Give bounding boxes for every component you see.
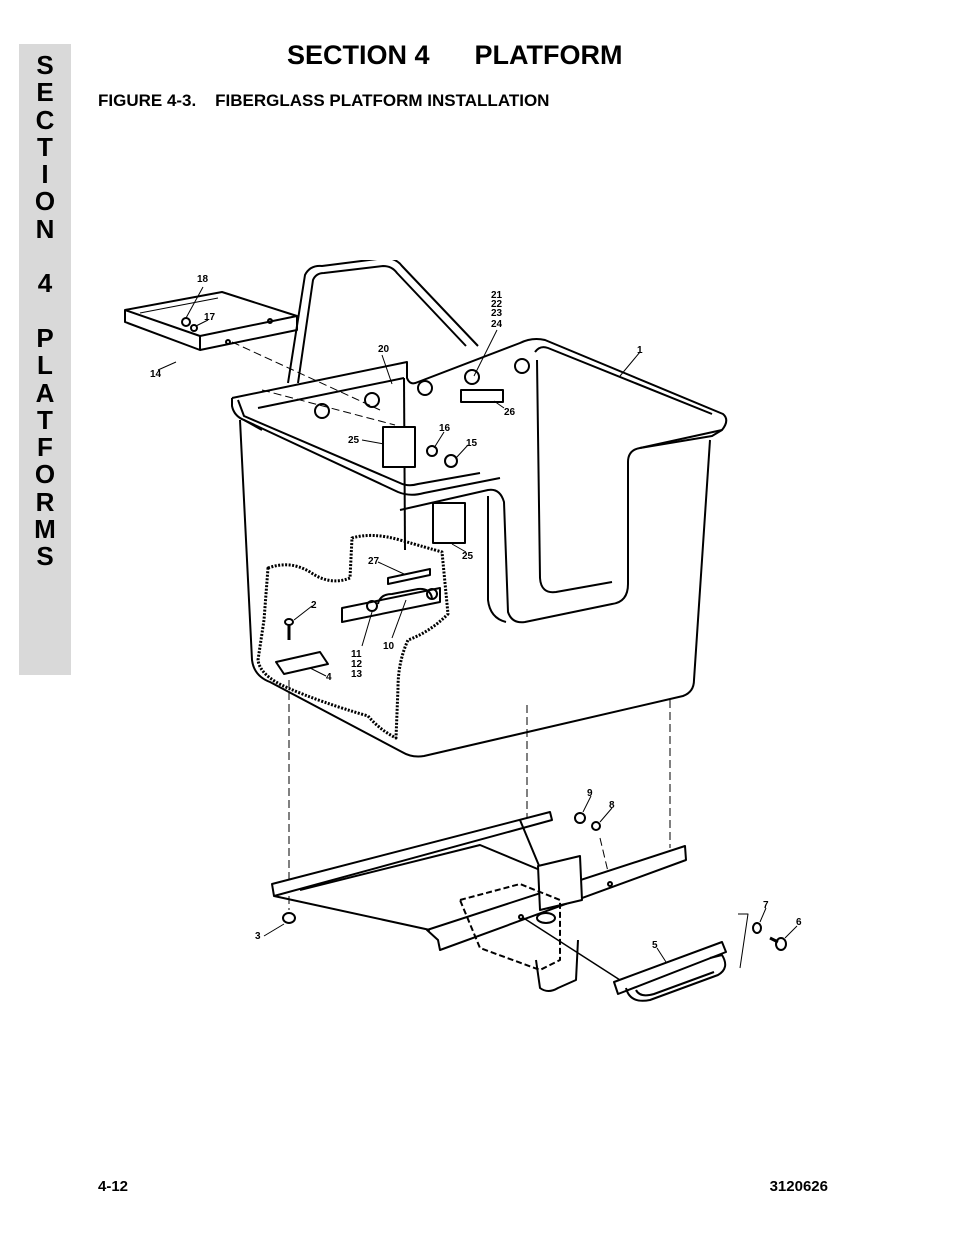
callout-labels: 1 2 3 4 5 6 7 8 9 10 11 12 13 14 15 16 1… (150, 274, 802, 951)
mounting-frame (271, 811, 687, 992)
page-number: 4-12 (98, 1178, 129, 1195)
callout-1: 1 (637, 345, 643, 356)
callout-6: 6 (796, 917, 802, 928)
callout-12: 12 (351, 659, 363, 670)
side-tab-letter: A (35, 377, 55, 408)
side-tab-letter: E (36, 77, 54, 108)
side-tab-letter: M (34, 514, 56, 545)
side-tab-letter: F (37, 432, 53, 463)
callout-3: 3 (255, 931, 261, 942)
callout-24: 24 (491, 319, 503, 330)
callout-22: 22 (491, 299, 503, 310)
leader-lines (157, 286, 798, 963)
side-tab-letter: R (35, 486, 55, 517)
callout-16: 16 (439, 423, 451, 434)
bolt-2 (284, 618, 294, 640)
callout-20: 20 (378, 344, 390, 355)
callout-9: 9 (587, 788, 593, 799)
rail-frame (287, 260, 479, 384)
side-tab-letter: T (37, 131, 53, 162)
page-title: SECTION 4 PLATFORM (287, 40, 623, 70)
side-tab-letter (19, 298, 71, 325)
section-side-tab: S E C T I O N 4 P L A T F O R M S (19, 44, 71, 675)
callout-26: 26 (504, 407, 516, 418)
side-tab-letter: O (34, 459, 56, 490)
decal-26 (460, 389, 504, 403)
callout-15: 15 (466, 438, 478, 449)
callout-18: 18 (197, 274, 209, 285)
hardware-nuts-bolts (282, 812, 787, 969)
figure-caption: FIGURE 4-3. FIBERGLASS PLATFORM INSTALLA… (98, 91, 550, 110)
callout-8: 8 (609, 800, 615, 811)
callout-13: 13 (351, 669, 363, 680)
callout-21: 21 (491, 290, 503, 301)
callout-10: 10 (383, 641, 395, 652)
decal-25-side (432, 502, 466, 544)
callout-25-side: 25 (462, 551, 474, 562)
callout-2: 2 (311, 600, 317, 611)
top-rail-bolts (314, 358, 530, 468)
bracket-27 (341, 568, 441, 623)
decal-25-upper (382, 426, 416, 468)
callout-17: 17 (204, 312, 216, 323)
side-tab-letter: O (34, 186, 56, 217)
callout-25-upper: 25 (348, 435, 360, 446)
console-tray (124, 291, 298, 351)
handle-5 (613, 941, 727, 1002)
callout-5: 5 (652, 940, 658, 951)
callout-7: 7 (763, 900, 769, 911)
side-tab-letter (19, 243, 71, 270)
callout-23: 23 (491, 308, 503, 319)
side-tab-letter: N (35, 213, 55, 244)
side-tab-letter: P (36, 322, 54, 353)
side-tab-letter: S (36, 541, 54, 572)
callout-27: 27 (368, 556, 380, 567)
platform-exploded-diagram: 1 2 3 4 5 6 7 8 9 10 11 12 13 14 15 16 1… (124, 260, 802, 1002)
side-tab-letters: S E C T I O N 4 P L A T F O R M S (19, 50, 71, 572)
side-tab-letter: T (37, 404, 53, 435)
side-tab-letter: S (36, 50, 54, 80)
plate-4 (275, 651, 329, 675)
callout-4: 4 (326, 672, 332, 683)
side-tab-letter: I (41, 159, 49, 190)
side-tab-letter: C (35, 104, 55, 135)
side-tab-letter: 4 (37, 268, 53, 299)
callout-11: 11 (351, 649, 362, 660)
alignment-lines (231, 341, 671, 910)
cutaway-outline (256, 533, 450, 740)
side-tab-letter: L (37, 350, 53, 381)
document-number: 3120626 (769, 1178, 828, 1195)
callout-14: 14 (150, 369, 162, 380)
